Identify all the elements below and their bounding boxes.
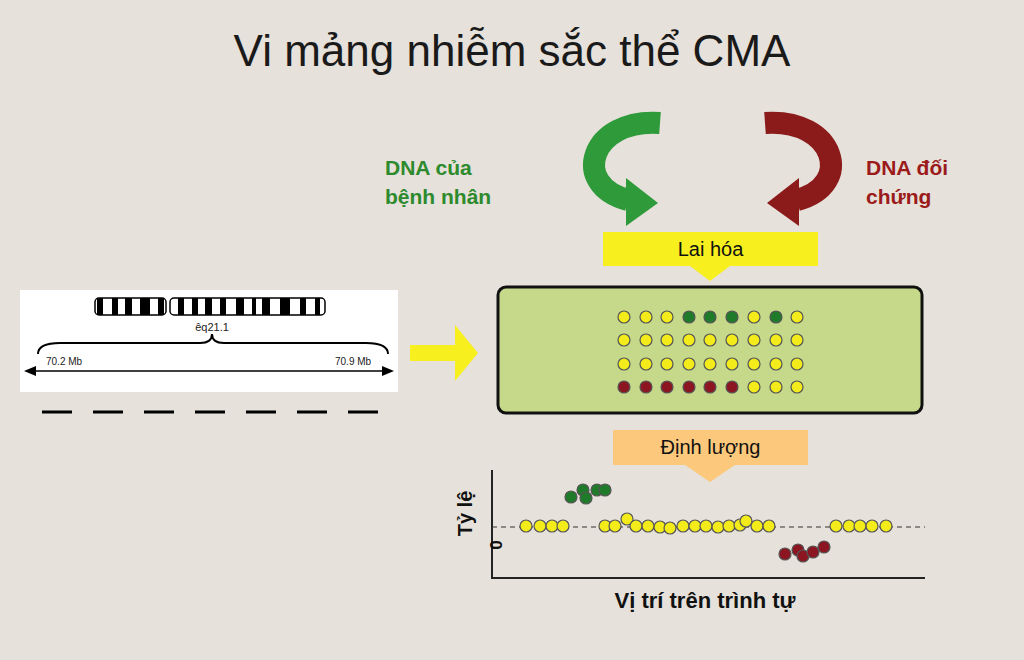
input-arrow: [410, 325, 478, 381]
process-label: Định lượng: [613, 430, 808, 465]
array-slide: [498, 287, 922, 413]
y-axis-zero: 0: [487, 535, 507, 555]
process-label: Lai hóa: [603, 232, 818, 266]
process-box: Lai hóa: [603, 232, 818, 266]
control-dna-label: DNA đối chứng: [866, 153, 991, 211]
end-position: 70.9 Mb: [335, 356, 371, 367]
region-brace: [38, 334, 388, 354]
y-axis-label: Tỷ lệ: [454, 474, 477, 554]
baseline: [492, 526, 925, 527]
range-arrow-left: [24, 366, 36, 376]
patient-dna-label: DNA của bệnh nhân: [385, 153, 510, 211]
band-label: êq21.1: [180, 321, 244, 333]
process-box: Định lượng: [613, 430, 808, 465]
control-arrow-head: [767, 178, 799, 226]
patient-arrow: [594, 123, 660, 200]
x-axis-label: Vị trí trên trình tự: [540, 588, 870, 614]
chromosome-panel: êq21.1 70.2 Mb 70.9 Mb: [20, 290, 398, 392]
chromosome-ideogram: [95, 298, 325, 315]
data-points: [520, 484, 892, 562]
control-arrow: [765, 123, 831, 200]
start-position: 70.2 Mb: [46, 356, 82, 367]
range-line: [32, 370, 386, 372]
array-spots: [618, 311, 803, 393]
dash-row: [42, 411, 378, 414]
hybridize-pointer: [690, 266, 730, 281]
patient-arrow-head: [626, 178, 658, 226]
range-arrow-right: [382, 366, 394, 376]
quantify-pointer: [685, 465, 735, 482]
chart-axes: [492, 470, 925, 578]
diagram-title: Vi mảng nhiễm sắc thể CMA: [0, 26, 1024, 76]
